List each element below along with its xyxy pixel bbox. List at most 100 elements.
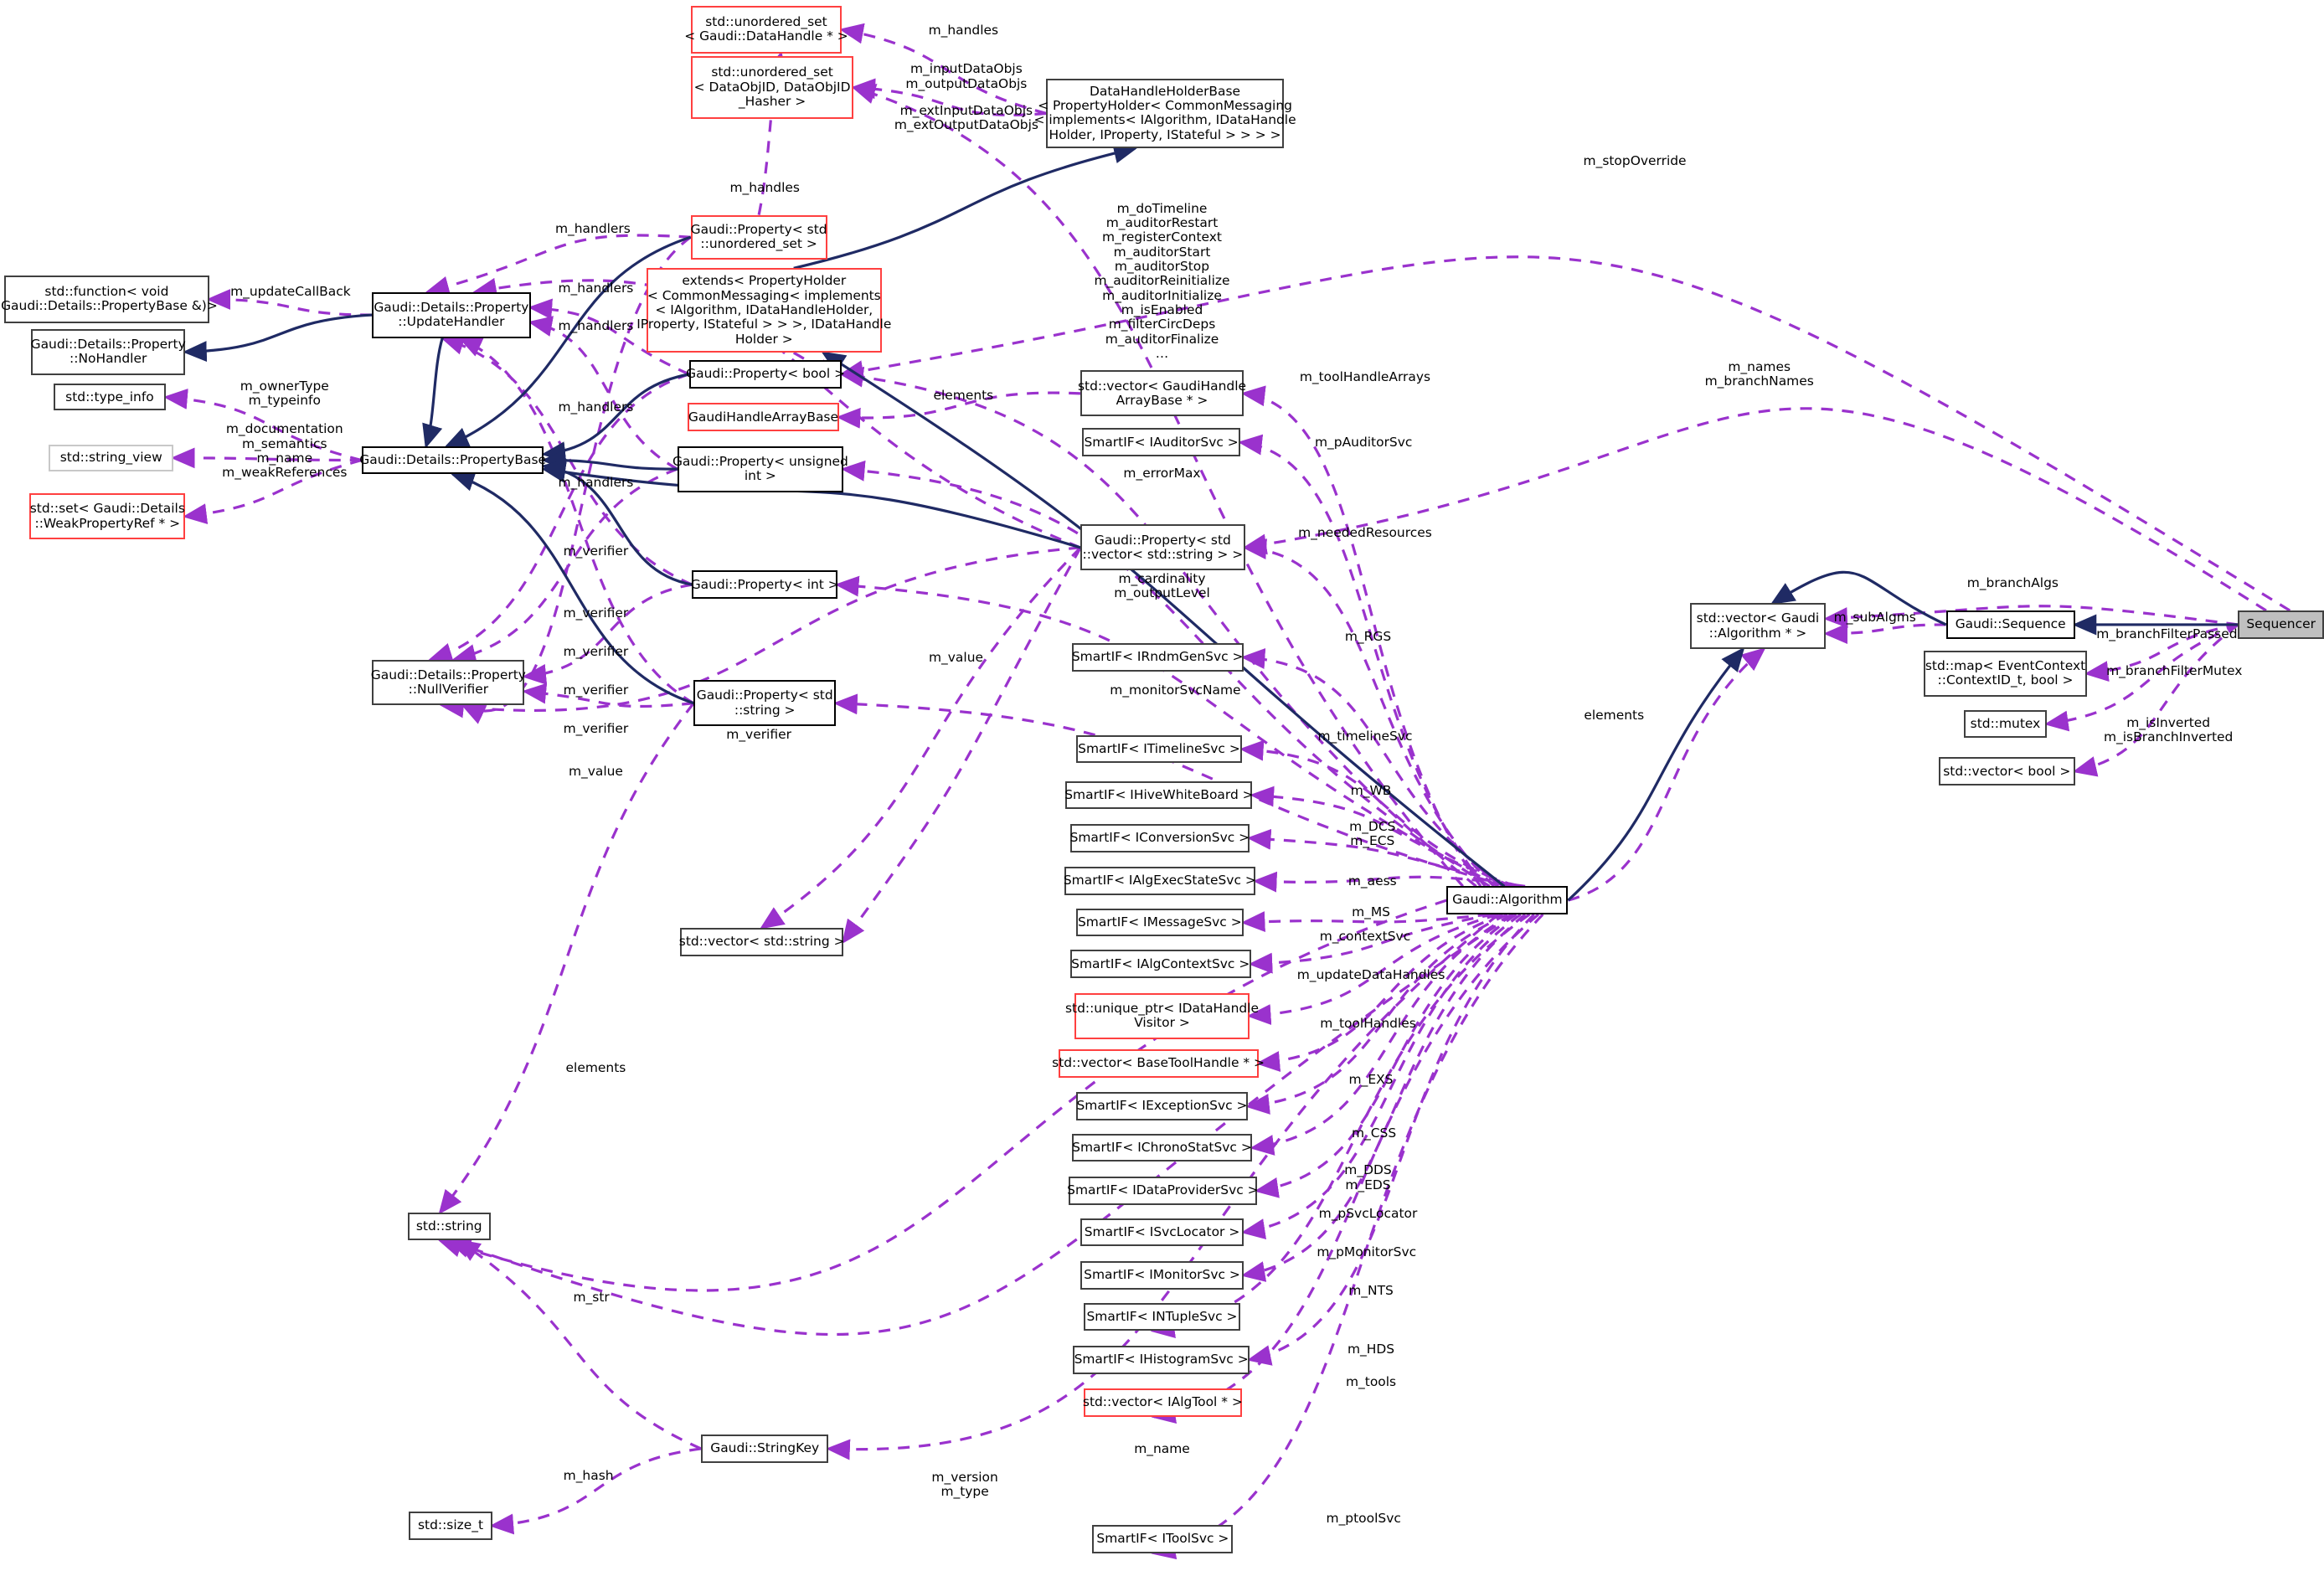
edge-label-m_branchfiltermutex: m_branchFilterMutex — [2106, 662, 2243, 678]
class-node-propertybase[interactable]: Gaudi::Details::PropertyBase — [359, 446, 546, 475]
class-node-smartif_itimelinesvc[interactable]: SmartIF< ITimelineSvc > — [1075, 734, 1243, 764]
class-node-uniqueptr_idatahandlevisitor[interactable]: std::unique_ptr< IDataHandle Visitor > — [1065, 992, 1259, 1039]
class-node-sequencer[interactable]: Sequencer — [2238, 610, 2324, 639]
edge-label-m_branchalgs: m_branchAlgs — [1966, 575, 2059, 591]
edge-label-m_cardinality: m_cardinality m_outputLevel — [1114, 571, 1210, 601]
edge-label-m_dds_eds: m_DDS m_EDS — [1344, 1162, 1392, 1192]
edge-label-m_name: m_name — [1134, 1440, 1190, 1456]
edge-label-m_subalgms: m_subAlgms — [1833, 610, 1916, 626]
edge-label-m_algorithm_props: m_doTimeline m_auditorRestart m_register… — [1094, 200, 1230, 361]
class-node-extends_propertyholder[interactable]: extends< PropertyHolder < CommonMessagin… — [636, 268, 891, 353]
edge-label-m_verifier_2: m_verifier — [563, 605, 629, 621]
class-node-set_weakpropertyref[interactable]: std::set< Gaudi::Details ::WeakPropertyR… — [29, 493, 186, 540]
edge-label-m_version_type: m_version m_type — [931, 1469, 998, 1499]
class-node-vector_ialgtool[interactable]: std::vector< IAlgTool * > — [1083, 1388, 1243, 1417]
class-node-property_int[interactable]: Gaudi::Property< int > — [691, 570, 839, 599]
edge-label-m_handlers_1: m_handlers — [554, 221, 631, 237]
class-node-string_view[interactable]: std::string_view — [49, 444, 174, 471]
class-node-smartif_iexceptionsvc[interactable]: SmartIF< IExceptionSvc > — [1075, 1092, 1249, 1120]
edge-label-m_str: m_str — [573, 1290, 610, 1306]
class-node-vector_basetoolhandle[interactable]: std::vector< BaseToolHandle * > — [1052, 1048, 1265, 1078]
edge-label-m_verifier_6: m_verifier — [726, 726, 791, 742]
class-node-datahandleholderbase[interactable]: DataHandleHolderBase < PropertyHolder< C… — [1033, 78, 1296, 148]
edge-label-m_css: m_CSS — [1351, 1125, 1397, 1141]
class-node-smartif_ialgcontextsvc[interactable]: SmartIF< IAlgContextSvc > — [1069, 950, 1251, 979]
edge-label-m_verifier_5: m_verifier — [563, 720, 629, 736]
class-node-property_updatehandler[interactable]: Gaudi::Details::Property ::UpdateHandler — [372, 291, 531, 338]
class-node-vector_string[interactable]: std::vector< std::string > — [679, 927, 845, 956]
edge-label-m_handlers_4: m_handlers — [558, 399, 634, 415]
edge-label-m_updatedatahandles: m_updateDataHandles — [1296, 966, 1445, 982]
edge-label-m_verifier_3: m_verifier — [563, 643, 629, 659]
class-node-smartif_idataprovidersvc[interactable]: SmartIF< IDataProviderSvc > — [1067, 1177, 1259, 1205]
class-node-gaudihandlearraybase[interactable]: GaudiHandleArrayBase — [688, 403, 839, 431]
class-node-property_nullverifier[interactable]: Gaudi::Details::Property ::NullVerifier — [371, 659, 526, 706]
class-node-smartif_ichronostatsvc[interactable]: SmartIF< IChronoStatSvc > — [1071, 1133, 1253, 1162]
class-node-smartif_ihivewhiteboard[interactable]: SmartIF< IHiveWhiteBoard > — [1064, 780, 1254, 810]
class-node-gaudi_algorithm[interactable]: Gaudi::Algorithm — [1446, 886, 1569, 914]
edge-label-m_hds: m_HDS — [1347, 1342, 1395, 1357]
edge-label-m_errormax: m_errorMax — [1123, 466, 1201, 482]
edge-label-m_doc_sem_name_weak: m_documentation m_semantics m_name m_wea… — [222, 421, 348, 481]
class-node-map_eventcontext_bool[interactable]: std::map< EventContext ::ContextID_t, bo… — [1924, 650, 2087, 697]
edge-label-m_hash: m_hash — [563, 1467, 614, 1483]
edge-label-m_names_branchnames: m_names m_branchNames — [1704, 359, 1814, 389]
edge-label-m_handles_top: m_handles — [928, 23, 999, 39]
edge-label-m_extinputoutput: m_extInputDataObjs m_extOutputDataObjs — [894, 102, 1038, 133]
edge-label-m_nts: m_NTS — [1348, 1282, 1394, 1298]
class-node-type_info[interactable]: std::type_info — [53, 384, 167, 411]
class-node-smartif_irndmgensvc[interactable]: SmartIF< IRndmGenSvc > — [1071, 643, 1244, 672]
edge-label-m_tools: m_tools — [1345, 1374, 1397, 1390]
class-node-std_mutex[interactable]: std::mutex — [1963, 709, 2048, 739]
edge-label-m_neededresources: m_neededResources — [1298, 525, 1432, 541]
class-node-fn_void_propertybase[interactable]: std::function< void (Gaudi::Details::Pro… — [0, 276, 218, 323]
edge-label-m_handlers_3: m_handlers — [558, 317, 634, 333]
edge-label-m_timelinesvc: m_timelineSvc — [1317, 728, 1413, 744]
edge-label-m_branchfilterpassed: m_branchFilterPassed — [2096, 626, 2238, 641]
edge-label-m_exs: m_EXS — [1348, 1072, 1394, 1088]
class-node-smartif_iauditorsvc[interactable]: SmartIF< IAuditorSvc > — [1081, 428, 1241, 457]
class-node-vector_gaudihandlearraybase[interactable]: std::vector< GaudiHandle ArrayBase * > — [1078, 370, 1246, 417]
edge-label-m_pmonitorsvc: m_pMonitorSvc — [1317, 1244, 1417, 1259]
edge-label-m_updatecallback: m_updateCallBack — [230, 283, 351, 299]
class-node-unordered_set_datahandle[interactable]: std::unordered_set < Gaudi::DataHandle *… — [684, 6, 848, 54]
class-node-std_string[interactable]: std::string — [407, 1212, 491, 1241]
edge-label-elements_top: elements — [933, 387, 994, 403]
edge-label-m_value_2: m_value — [568, 764, 623, 780]
class-node-unordered_set_dataobjid[interactable]: std::unordered_set < DataObjID, DataObjI… — [690, 56, 854, 119]
class-node-smartif_ialgexecstatesvc[interactable]: SmartIF< IAlgExecStateSvc > — [1064, 867, 1256, 895]
edge-label-m_rgs: m_RGS — [1344, 629, 1392, 645]
edge-label-m_stopoverride: m_stopOverride — [1583, 153, 1687, 169]
class-node-property_string[interactable]: Gaudi::Property< std ::string > — [693, 680, 837, 727]
edge-label-m_isinverted: m_isInverted m_isBranchInverted — [2103, 714, 2234, 745]
edge-label-m_wb: m_WB — [1350, 783, 1392, 799]
edge-label-m_contextsvc: m_contextSvc — [1319, 928, 1411, 944]
class-node-gaudi_sequence[interactable]: Gaudi::Sequence — [1945, 610, 2075, 639]
edge-label-m_toolhandles: m_toolHandles — [1320, 1016, 1416, 1032]
class-node-property_unordered_set[interactable]: Gaudi::Property< std ::unordered_set > — [691, 214, 827, 260]
edge-label-m_toolhandlearrays: m_toolHandleArrays — [1299, 369, 1431, 385]
class-node-property_unsigned_int[interactable]: Gaudi::Property< unsigned int > — [672, 446, 848, 492]
class-node-vector_gaudi_algorithm[interactable]: std::vector< Gaudi ::Algorithm * > — [1689, 603, 1827, 650]
class-node-smartif_ihistogramsvc[interactable]: SmartIF< IHistogramSvc > — [1073, 1345, 1250, 1374]
edge-label-m_dcs_ecs: m_DCS m_ECS — [1349, 818, 1396, 848]
edge-label-m_psvclocator: m_pSvcLocator — [1318, 1205, 1418, 1221]
edge-label-m_verifier_4: m_verifier — [563, 682, 629, 698]
class-node-smartif_imonitorsvc[interactable]: SmartIF< IMonitorSvc > — [1080, 1261, 1244, 1290]
class-node-property_bool[interactable]: Gaudi::Property< bool > — [686, 360, 845, 389]
class-node-std_size_t[interactable]: std::size_t — [409, 1512, 492, 1540]
edge-label-m_ownertype: m_ownerType m_typeinfo — [240, 379, 329, 409]
class-node-gaudi_stringkey[interactable]: Gaudi::StringKey — [701, 1435, 829, 1463]
edge-label-m_value_1: m_value — [929, 649, 983, 665]
class-node-smartif_isvclocator[interactable]: SmartIF< ISvcLocator > — [1080, 1218, 1244, 1247]
edge-label-m_inputoutput: m_inputDataObjs m_outputDataObjs — [905, 61, 1028, 91]
class-node-smartif_imessagesvc[interactable]: SmartIF< IMessageSvc > — [1075, 908, 1244, 937]
class-node-smartif_intuplesvc[interactable]: SmartIF< INTupleSvc > — [1083, 1302, 1241, 1331]
class-node-vector_bool[interactable]: std::vector< bool > — [1938, 757, 2075, 786]
class-node-smartif_itoolsvc[interactable]: SmartIF< IToolSvc > — [1092, 1525, 1234, 1553]
class-node-property_nohandler[interactable]: Gaudi::Details::Property ::NoHandler — [31, 328, 186, 375]
class-node-smartif_iconversionsvc[interactable]: SmartIF< IConversionSvc > — [1070, 823, 1250, 852]
edge-label-m_pauditorsvc: m_pAuditorSvc — [1315, 435, 1413, 451]
class-node-property_vector_string[interactable]: Gaudi::Property< std ::vector< std::stri… — [1080, 524, 1245, 571]
edge-label-elements_bottom: elements — [565, 1060, 626, 1076]
